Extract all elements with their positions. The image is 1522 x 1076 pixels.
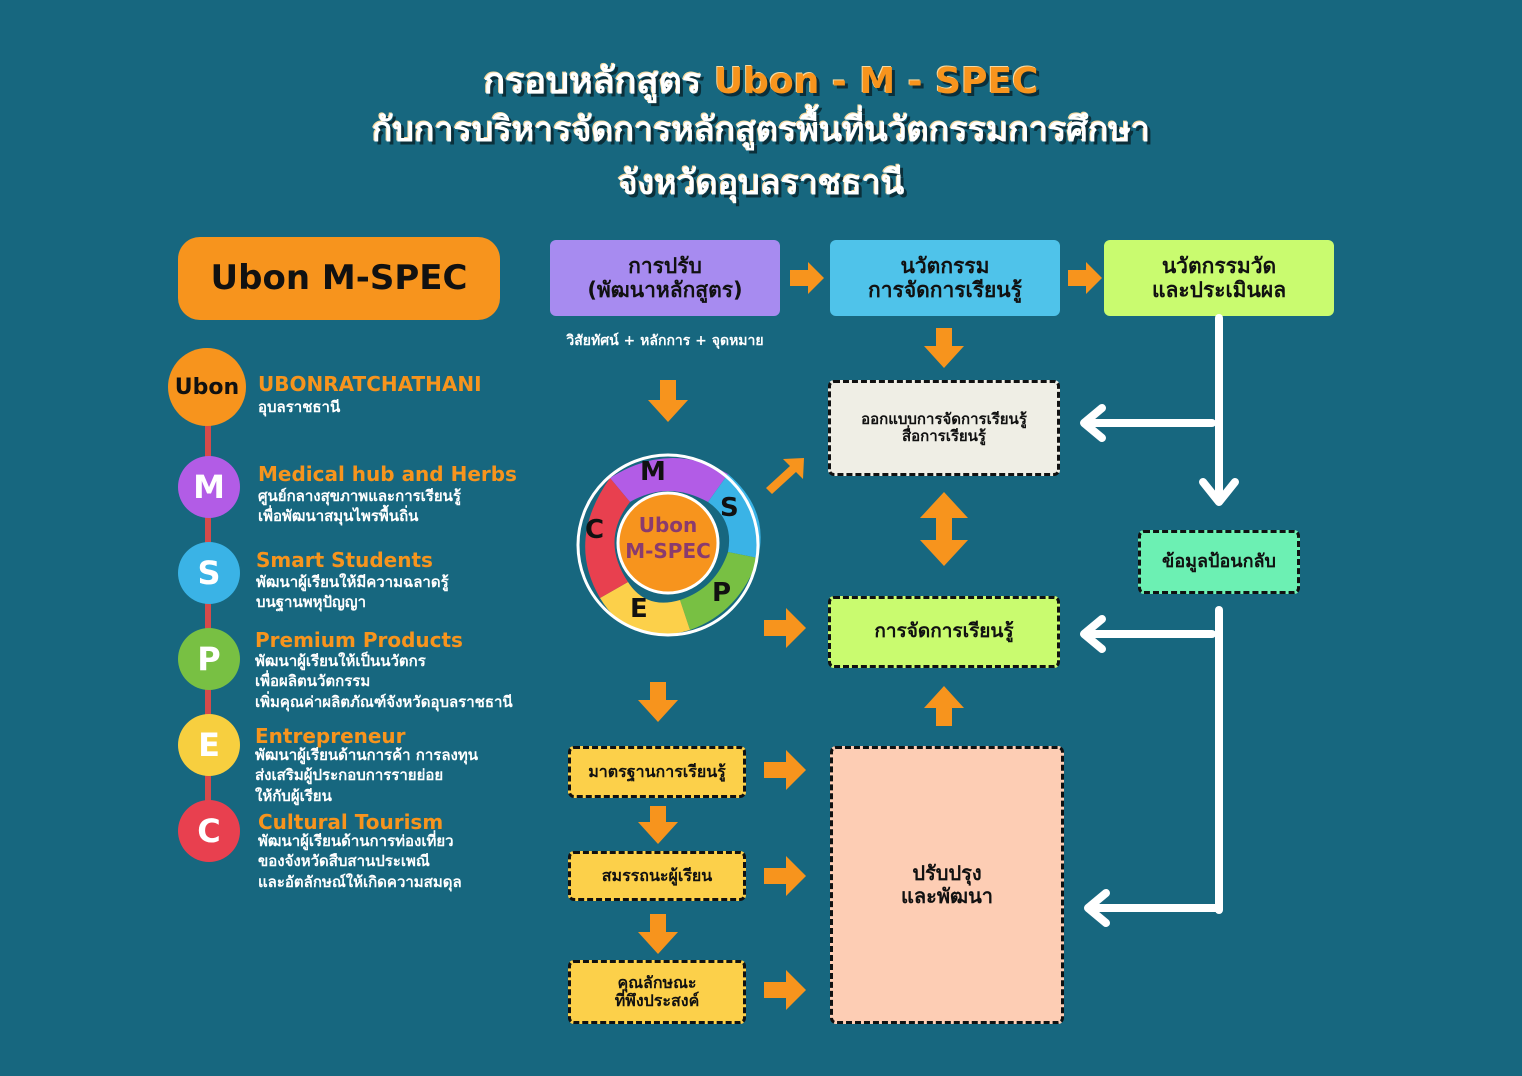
badge-ubon: Ubon (168, 348, 246, 426)
badge-s: S (178, 542, 240, 604)
cycle-ring-outline (576, 453, 760, 637)
mspec-cycle (576, 453, 761, 637)
arrow-diagonal-design (766, 458, 804, 494)
arrow-down-cycle (638, 682, 678, 722)
badge-c: C (178, 800, 240, 862)
item-desc-e: พัฒนาผู้เรียนด้านการค้า การลงทุน ส่งเสริ… (255, 746, 479, 805)
cycle-letter-m: M (640, 457, 666, 487)
arrow-up-improve (924, 686, 964, 726)
feedback-arrowhead-down (1199, 478, 1239, 506)
arrow-down-competency (638, 914, 678, 954)
cycle-segment-c (585, 478, 630, 598)
brand-label: Ubon M-SPEC (178, 237, 500, 320)
vision-principles-goals: วิสัยทัศน์ + หลักการ + จุดหมาย (566, 333, 764, 349)
badge-e: E (178, 714, 240, 776)
cycle-center-label: Ubon M-SPEC (625, 513, 711, 563)
title-line-1: กรอบหลักสูตร Ubon - M - SPEC (0, 52, 1522, 109)
title-prefix: กรอบหลักสูตร (483, 61, 702, 102)
learning-standards-box: มาตรฐานการเรียนรู้ (568, 746, 746, 798)
item-desc-c: พัฒนาผู้เรียนด้านการท่องเที่ยว ของจังหวั… (258, 832, 462, 891)
evaluation-innovation-box: นวัตกรรมวัด และประเมินผล (1104, 240, 1334, 316)
arrow-down-standards (638, 806, 678, 844)
learning-innovation-box: นวัตกรรม การจัดการเรียนรู้ (830, 240, 1060, 316)
item-desc-p: พัฒนาผู้เรียนให้เป็นนวัตกร เพื่อผลิตนวัต… (255, 652, 513, 711)
item-title-p: Premium Products (255, 628, 463, 652)
title-line-2: กับการบริหารจัดการหลักสูตรพื้นที่นวัตกรร… (371, 110, 1151, 150)
item-title-s: Smart Students (256, 548, 433, 572)
item-desc-ubon: อุบลราชธานี (258, 398, 341, 416)
learning-management-box: การจัดการเรียนรู้ (828, 596, 1060, 668)
item-title-c: Cultural Tourism (258, 810, 444, 834)
feedback-arrowhead-learning (1080, 615, 1106, 653)
arrow-right-competency (764, 856, 806, 896)
arrow-down-innovation (924, 328, 964, 368)
improve-develop-box: ปรับปรุง และพัฒนา (830, 746, 1064, 1024)
arrow-double-vertical (920, 492, 968, 566)
cycle-segment-s (708, 474, 761, 558)
item-title-ubon: UBONRATCHATHANI (258, 372, 482, 396)
cycle-letter-e: E (630, 594, 648, 624)
feedback-box: ข้อมูลป้อนกลับ (1138, 530, 1300, 594)
item-title-m: Medical hub and Herbs (258, 462, 517, 486)
title-accent: Ubon - M - SPEC (713, 61, 1039, 102)
cycle-letter-c: C (585, 515, 605, 545)
cycle-letter-s: S (720, 493, 739, 523)
cycle-letter-p: P (712, 578, 732, 608)
badge-connector-line (205, 420, 211, 820)
learner-competency-box: สมรรถนะผู้เรียน (568, 851, 746, 901)
badge-p: P (178, 628, 240, 690)
feedback-arrowhead-design (1080, 404, 1106, 442)
arrow-right-characteristics (764, 970, 806, 1010)
item-title-e: Entrepreneur (255, 724, 406, 748)
adapt-curriculum-box: การปรับ (พัฒนาหลักสูตร) (550, 240, 780, 316)
design-learning-box: ออกแบบการจัดการเรียนรู้ สื่อการเรียนรู้ (828, 380, 1060, 476)
arrow-down-adapt (648, 380, 688, 422)
title-line-3: จังหวัดอุบลราชธานี (617, 163, 905, 203)
badge-m: M (178, 456, 240, 518)
desired-characteristics-box: คุณลักษณะ ที่พึงประสงค์ (568, 960, 746, 1024)
arrow-right-top-1 (790, 262, 824, 294)
cycle-segment-m (610, 457, 728, 502)
arrow-right-standards (764, 750, 806, 790)
arrow-right-top-2 (1068, 262, 1102, 294)
feedback-arrowhead-improve (1084, 889, 1110, 927)
arrow-right-cycle-learning (764, 608, 806, 648)
cycle-segment-p (680, 552, 758, 630)
cycle-center (616, 491, 720, 595)
item-desc-s: พัฒนาผู้เรียนให้มีความฉลาดรู้ บนฐานพหุปั… (256, 573, 449, 612)
item-desc-m: ศูนย์กลางสุขภาพและการเรียนรู้ เพื่อพัฒนา… (258, 487, 461, 526)
